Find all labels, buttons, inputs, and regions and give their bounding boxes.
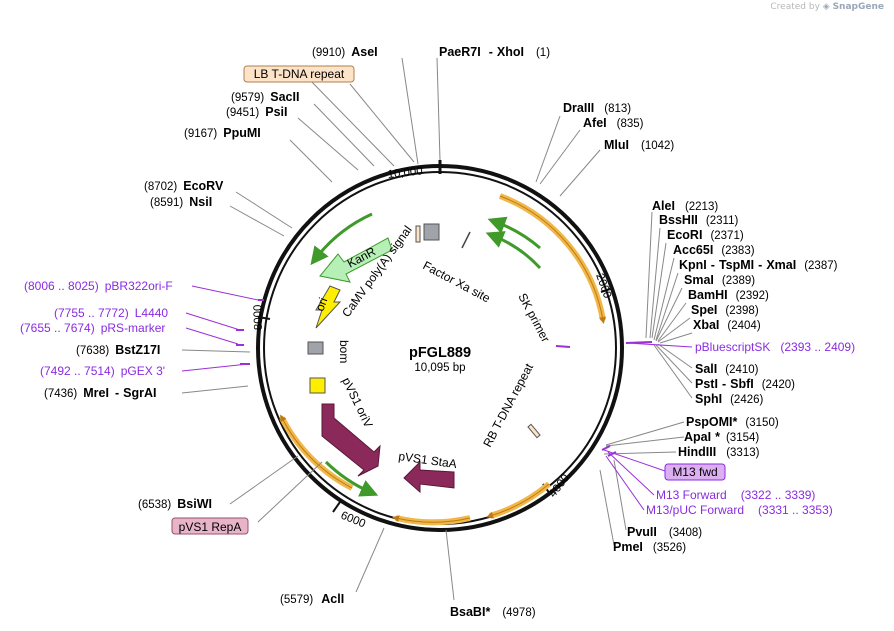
sk-primer-mark xyxy=(555,345,571,348)
tick-label-10000: 10,000 xyxy=(387,165,423,181)
site-pvuii: PvuII(3408) xyxy=(627,525,702,539)
m13-fwd-box xyxy=(664,463,726,481)
snapgene-logo-icon: ◈ xyxy=(822,2,830,12)
leader-lines xyxy=(181,57,693,601)
credit-brand: SnapGene xyxy=(832,2,884,12)
primer-prs-marker: (7655 .. 7674)pRS-marker xyxy=(20,321,165,335)
site-bsiwi: (6538)BsiWI xyxy=(138,497,212,511)
kanr-feature xyxy=(319,237,393,283)
arc-green-top-right-1 xyxy=(487,216,541,250)
pvs1-staa-feature xyxy=(403,460,455,494)
factor-xa-label: Factor Xa site xyxy=(421,258,493,305)
site-bamhi: BamHI(2392) xyxy=(688,288,769,302)
pvs1-repa-feature xyxy=(321,403,381,477)
primer-pgex: (7492 .. 7514)pGEX 3' xyxy=(40,364,165,378)
tick-label-8000: 8000 xyxy=(252,304,265,330)
arc-promoter-right xyxy=(498,193,606,321)
site-acc65i: Acc65I(2383) xyxy=(673,243,755,257)
credit-prefix: Created by xyxy=(770,2,820,12)
lb-tdna-box xyxy=(243,65,355,83)
rb-repeat-label: RB T-DNA repeat xyxy=(480,361,536,450)
arc-feature-4000-arrow xyxy=(486,483,550,519)
arc-green-top-left xyxy=(310,212,373,266)
arc-promoter-right-arrow xyxy=(499,195,606,324)
site-mrei: (7436)MreI-SgrAI xyxy=(44,386,156,400)
pvs1-oriv-label: pVS1 oriV xyxy=(339,375,375,430)
site-paer7i: PaeR7I-XhoI(1) xyxy=(439,45,550,59)
site-ecori: EcoRI(2371) xyxy=(667,228,744,242)
site-acli: (5579)AclI xyxy=(280,592,344,606)
pvs1-oriv-box xyxy=(309,377,326,394)
site-pspomi: PspOMI*(3150) xyxy=(686,415,779,429)
primer-m13-forward: M13 Forward(3322 .. 3339) xyxy=(656,488,815,502)
arc-repa-arrow xyxy=(280,414,353,489)
site-sacii: (9579)SacII xyxy=(231,90,299,104)
bom-label: bom xyxy=(337,340,351,363)
site-afei: AfeI(835) xyxy=(583,116,644,130)
site-alei: AleI(2213) xyxy=(652,199,718,213)
site-sphi: SphI(2426) xyxy=(695,392,764,406)
pvs1-repa-box xyxy=(171,517,249,535)
primer-pbr322ori: (8006 .. 8025)pBR322ori-F xyxy=(24,279,173,293)
bom-box xyxy=(307,341,324,355)
pvs1-repa-box-label: pVS1 RepA xyxy=(179,520,242,534)
site-kpni: KpnI-TspMI-XmaI(2387) xyxy=(679,258,838,272)
primer-leader-lines xyxy=(181,285,693,511)
site-smai: SmaI(2389) xyxy=(684,273,755,287)
factor-xa-box xyxy=(423,223,440,241)
ori-feature xyxy=(315,285,342,329)
site-ecorv: (8702)EcoRV xyxy=(144,179,224,193)
primer-ring-marks xyxy=(236,299,653,457)
primer-l4440: (7755 .. 7772)L4440 xyxy=(54,306,168,320)
tick-8000 xyxy=(257,316,271,320)
site-xbai: XbaI(2404) xyxy=(693,318,761,332)
site-mlui: MluI(1042) xyxy=(604,138,674,152)
factor-xa-tick xyxy=(461,231,471,249)
tick-2000 xyxy=(600,287,614,293)
site-bsshii: BssHII(2311) xyxy=(659,213,738,227)
site-nsii: (8591)NsiI xyxy=(150,195,212,209)
arc-green-bottom-left xyxy=(324,460,379,497)
site-draiii: DraIII(813) xyxy=(563,101,631,115)
site-sali: SalI(2410) xyxy=(695,362,759,376)
tick-6000 xyxy=(332,501,341,513)
site-apai: ApaI*(3154) xyxy=(684,430,759,444)
primer-pbluescript: pBluescriptSK(2393 .. 2409) xyxy=(695,340,855,354)
site-psii: (9451)PsiI xyxy=(226,105,288,119)
site-bsabi: BsaBI*(4978) xyxy=(450,605,536,619)
site-psti: PstI-SbfI(2420) xyxy=(695,377,795,391)
lb-tdna-label: LB T-DNA repeat xyxy=(254,67,345,81)
small-repeat-box xyxy=(415,225,421,243)
site-asei: (9910)AseI xyxy=(312,45,378,59)
plasmid-name: pFGL889 xyxy=(409,345,471,361)
arc-feature-bottom-arrow xyxy=(392,515,471,523)
site-spei: SpeI(2398) xyxy=(691,303,759,317)
snapgene-credit: Created by ◈ SnapGene xyxy=(770,2,884,12)
site-bstz17i: (7638)BstZ17I xyxy=(76,343,160,357)
sk-primer-label: SK primer xyxy=(515,291,552,345)
primer-m13-puc: M13/pUC Forward(3331 .. 3353) xyxy=(646,503,833,517)
plasmid-size: 10,095 bp xyxy=(414,362,465,374)
rb-repeat-box xyxy=(527,423,541,439)
m13-fwd-box-label: M13 fwd xyxy=(672,465,717,479)
site-hindiii: HindIII(3313) xyxy=(678,445,760,459)
site-pmei: PmeI(3526) xyxy=(613,540,686,554)
ori-label: ori xyxy=(313,296,331,313)
arc-green-top-right-2 xyxy=(485,231,542,270)
pvs1-staa-label: pVS1 StaA xyxy=(398,449,458,471)
site-ppumi: (9167)PpuMI xyxy=(184,126,261,140)
